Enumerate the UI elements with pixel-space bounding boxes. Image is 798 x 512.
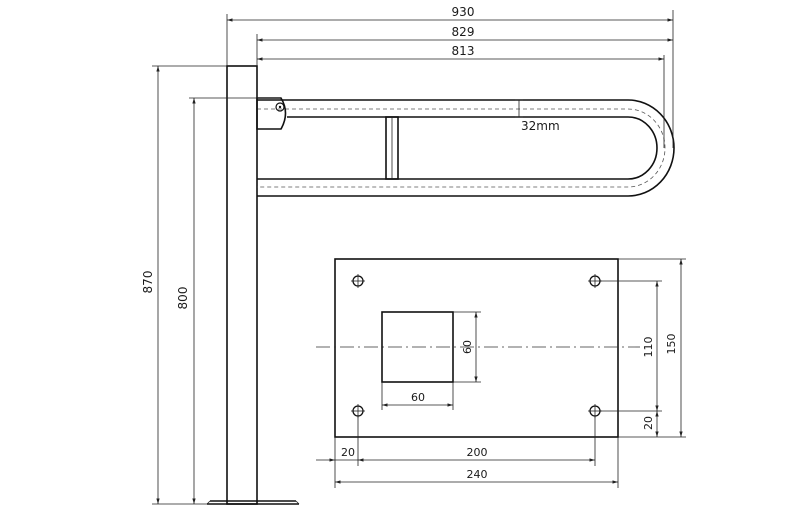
dim-rail-height: 800	[176, 287, 190, 310]
square-dimensions: 60 60	[381, 311, 481, 410]
dim-edge-bottom: 20	[642, 416, 655, 430]
support-post	[206, 65, 300, 505]
dim-rail-width: 813	[452, 44, 475, 58]
dim-hole-vertical: 110	[642, 337, 655, 358]
post-square	[381, 311, 454, 383]
pivot-bolt	[275, 102, 285, 112]
pivot-bracket	[256, 97, 287, 130]
dim-pivot-width: 829	[452, 25, 475, 39]
tube-diameter-label: 32mm	[521, 119, 560, 133]
plate-horizontal-dimensions: 20 200 240	[316, 416, 619, 488]
grab-rail	[256, 97, 675, 197]
dim-hole-spacing: 200	[467, 446, 488, 459]
dim-plate-width: 240	[467, 468, 488, 481]
vertical-dimensions: 870 800	[141, 65, 280, 505]
dim-overall-width: 930	[452, 5, 475, 19]
mounting-holes	[351, 274, 602, 418]
tube-diameter-dimension: 32mm	[515, 99, 560, 133]
plate-vertical-dimensions: 110 20 150	[600, 258, 686, 438]
dim-edge-left: 20	[341, 446, 355, 459]
dim-total-height: 870	[141, 271, 155, 294]
dim-plate-height: 150	[665, 334, 678, 355]
dim-square-width: 60	[411, 391, 425, 404]
horizontal-dimensions: 930 829 813	[226, 5, 674, 148]
base-plate	[316, 258, 640, 438]
dim-square-height: 60	[461, 340, 474, 354]
